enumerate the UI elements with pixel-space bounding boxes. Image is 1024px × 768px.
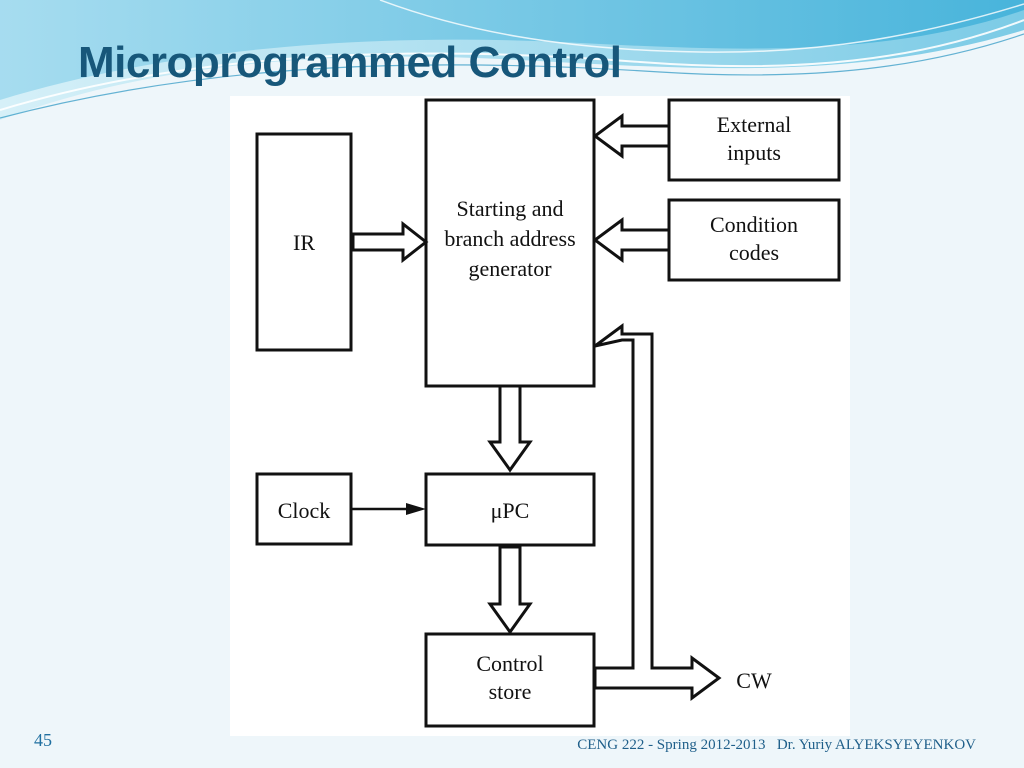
- footer-author: Dr. Yuriy ALYEKSYEYENKOV: [776, 737, 976, 753]
- external-label-line-2: inputs: [727, 140, 781, 165]
- generator-label-line-2: branch address: [444, 226, 575, 251]
- generator-label-line-1: Starting and: [457, 196, 564, 221]
- footer-text: CENG 222 - Spring 2012-2013 Dr. Yuriy AL…: [577, 737, 976, 754]
- upc-to-store-arrow: [487, 545, 533, 635]
- condition-to-generator-arrow: [592, 217, 671, 263]
- clock-label: Clock: [278, 498, 331, 523]
- generator-block: [424, 98, 596, 388]
- generator-label-line-3: generator: [468, 256, 552, 281]
- ir-block: [255, 132, 353, 352]
- clock-block: [255, 472, 353, 546]
- external-label-line-1: External: [717, 112, 792, 137]
- microprogrammed-control-diagram: IR Starting and branch address generator…: [230, 96, 850, 736]
- condition-label-line-1: Condition: [710, 212, 798, 237]
- control-store-label-line-2: store: [489, 679, 532, 704]
- external-to-generator-arrow: [592, 113, 671, 159]
- upc-label: μPC: [491, 498, 530, 523]
- control-store-block: [424, 632, 596, 728]
- store-to-cw-feedback-arrow: [593, 323, 722, 701]
- generator-to-upc-arrow: [487, 384, 533, 473]
- ir-label: IR: [293, 230, 315, 255]
- upc-block: [424, 472, 596, 547]
- condition-codes-block: [667, 198, 841, 282]
- condition-label-line-2: codes: [729, 240, 779, 265]
- footer-course: CENG 222 - Spring 2012-2013: [577, 737, 766, 753]
- cw-label: CW: [736, 668, 772, 693]
- ir-to-generator-arrow: [351, 220, 429, 264]
- control-store-label-line-1: Control: [476, 651, 543, 676]
- slide-number: 45: [34, 730, 52, 750]
- slide-title: Microprogrammed Control: [78, 38, 622, 87]
- external-inputs-block: [667, 98, 841, 182]
- clock-to-upc-arrowhead: [406, 503, 426, 515]
